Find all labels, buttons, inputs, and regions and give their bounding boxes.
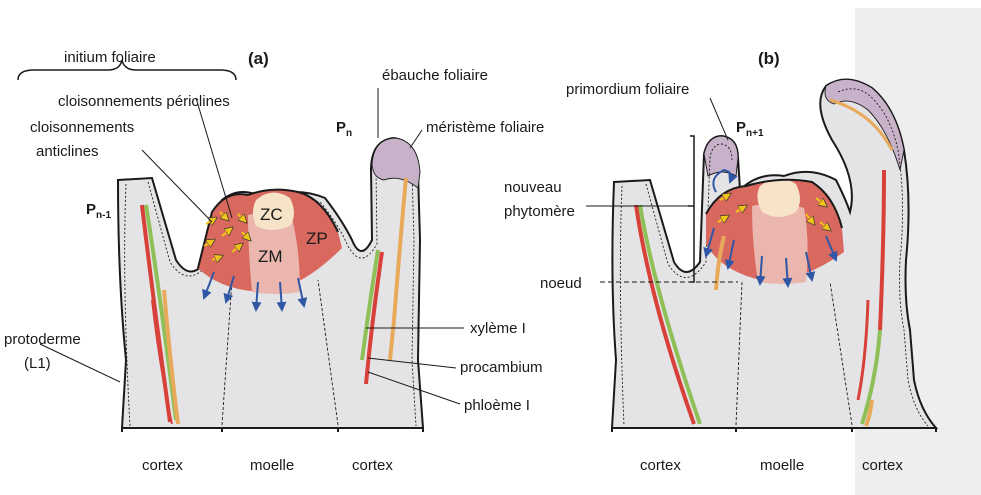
- label-zc: ZC: [260, 205, 283, 224]
- zone-central-b: [757, 178, 800, 217]
- panel-a: initium foliaire (a) cloisonnements péri…: [4, 49, 544, 474]
- label-moelle-b: moelle: [760, 457, 804, 474]
- label-procambium: procambium: [460, 359, 543, 376]
- label-ebauche: ébauche foliaire: [382, 67, 488, 84]
- label-phytomere-2: phytomère: [504, 203, 575, 220]
- label-anticlines-1: cloisonnements: [30, 119, 134, 136]
- label-cortex-b-left: cortex: [640, 457, 681, 474]
- label-anticlines-2: anticlines: [36, 143, 99, 160]
- label-initium: initium foliaire: [64, 49, 156, 66]
- label-primordium: primordium foliaire: [566, 81, 689, 98]
- label-xyleme: xylème I: [470, 320, 526, 337]
- label-meristeme: méristème foliaire: [426, 119, 544, 136]
- label-moelle-a: moelle: [250, 457, 294, 474]
- label-cortex-a-right: cortex: [352, 457, 393, 474]
- label-panel-a: (a): [248, 49, 269, 68]
- label-pn-plus-1: Pn+1: [736, 119, 764, 139]
- label-panel-b: (b): [758, 49, 780, 68]
- label-pn-minus-1: Pn-1: [86, 201, 111, 221]
- label-protoderme-2: (L1): [24, 355, 51, 372]
- label-cortex-a-left: cortex: [142, 457, 183, 474]
- label-periclines: cloisonnements périclines: [58, 93, 230, 110]
- label-pn: Pn: [336, 119, 352, 139]
- label-zp: ZP: [306, 229, 328, 248]
- label-protoderme-1: protoderme: [4, 331, 81, 348]
- label-cortex-b-right: cortex: [862, 457, 903, 474]
- label-noeud: noeud: [540, 275, 582, 292]
- label-phytomere-1: nouveau: [504, 179, 562, 196]
- label-zm: ZM: [258, 247, 283, 266]
- panel-b: (b) primordium foliaire Pn+1 nouveau phy…: [504, 49, 936, 474]
- label-phloeme: phloème I: [464, 397, 530, 414]
